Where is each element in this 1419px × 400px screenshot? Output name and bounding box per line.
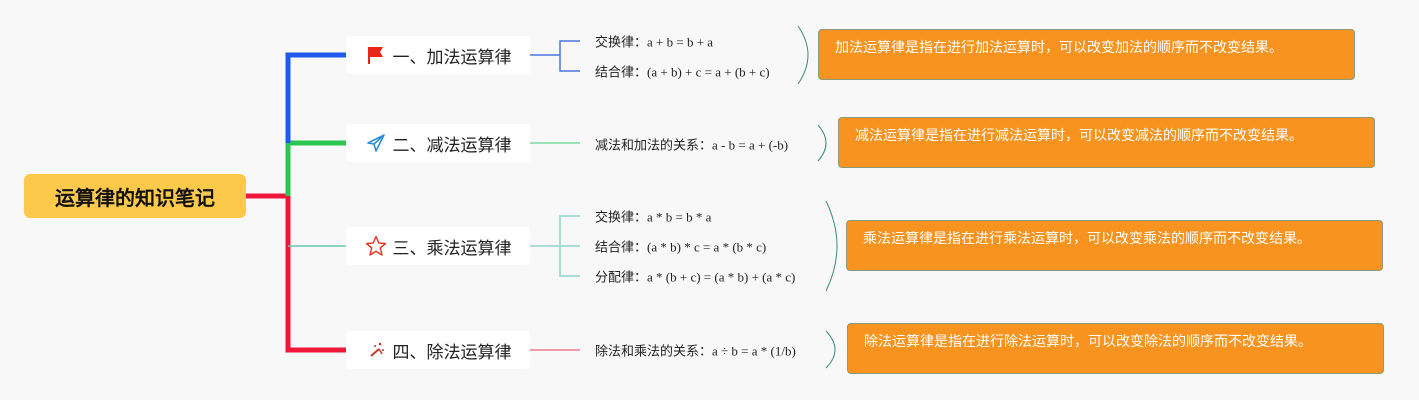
separator: ： bbox=[699, 344, 713, 360]
branch-multiplication[interactable]: 三、乘法运算律 bbox=[346, 227, 530, 265]
summary-note[interactable]: 加法运算律是指在进行加法运算时，可以改变加法的顺序而不改变结果。 bbox=[818, 29, 1355, 80]
formula: a * (b + c) = (a * b) + (a * c) bbox=[647, 269, 796, 285]
magic-wand-icon bbox=[365, 339, 387, 361]
summary-note[interactable]: 除法运算律是指在进行除法运算时，可以改变除法的顺序而不改变结果。 bbox=[847, 323, 1384, 374]
sub-item[interactable]: 分配律：a * (b + c) = (a * b) + (a * c) bbox=[595, 267, 795, 286]
branch-addition[interactable]: 一、加法运算律 bbox=[346, 36, 530, 74]
law-name: 交换律 bbox=[595, 210, 635, 226]
root-topic[interactable]: 运算律的知识笔记 bbox=[24, 174, 246, 218]
paper-plane-icon bbox=[365, 132, 387, 154]
formula: a * b = b * a bbox=[647, 209, 712, 225]
branch-subtraction[interactable]: 二、减法运算律 bbox=[346, 124, 530, 162]
separator: ： bbox=[634, 65, 648, 81]
law-name: 除法和乘法的关系 bbox=[595, 344, 700, 360]
formula: (a * b) * c = a * (b * c) bbox=[647, 239, 767, 255]
note-text: 加法运算律是指在进行加法运算时，可以改变加法的顺序而不改变结果。 bbox=[835, 40, 1283, 56]
sub-item[interactable]: 除法和乘法的关系：a ÷ b = a * (1/b) bbox=[595, 341, 796, 360]
sub-item[interactable]: 结合律：(a * b) * c = a * (b * c) bbox=[595, 237, 766, 256]
law-name: 结合律 bbox=[595, 65, 635, 81]
branch-label: 二、减法运算律 bbox=[392, 135, 512, 156]
sub-item[interactable]: 交换律：a + b = b + a bbox=[595, 32, 713, 51]
sub-item[interactable]: 交换律：a * b = b * a bbox=[595, 207, 711, 226]
star-icon bbox=[365, 235, 387, 257]
law-name: 交换律 bbox=[595, 35, 635, 51]
formula: a ÷ b = a * (1/b) bbox=[712, 343, 796, 359]
note-text: 减法运算律是指在进行减法运算时，可以改变减法的顺序而不改变结果。 bbox=[855, 128, 1303, 144]
sub-item[interactable]: 结合律：(a + b) + c = a + (b + c) bbox=[595, 62, 770, 81]
summary-note[interactable]: 减法运算律是指在进行减法运算时，可以改变减法的顺序而不改变结果。 bbox=[838, 117, 1375, 168]
law-name: 分配律 bbox=[595, 270, 635, 286]
formula: a + b = b + a bbox=[647, 34, 714, 50]
law-name: 减法和加法的关系 bbox=[595, 138, 700, 154]
formula: (a + b) + c = a + (b + c) bbox=[647, 64, 770, 80]
sub-item[interactable]: 减法和加法的关系：a - b = a + (-b) bbox=[595, 135, 788, 154]
flag-icon bbox=[365, 44, 387, 66]
separator: ： bbox=[634, 35, 648, 51]
separator: ： bbox=[699, 138, 713, 154]
separator: ： bbox=[634, 240, 648, 256]
separator: ： bbox=[634, 270, 648, 286]
law-name: 结合律 bbox=[595, 240, 635, 256]
branch-division[interactable]: 四、除法运算律 bbox=[346, 331, 530, 369]
branch-label: 三、乘法运算律 bbox=[392, 238, 512, 259]
formula: a - b = a + (-b) bbox=[712, 137, 789, 153]
branch-label: 一、加法运算律 bbox=[392, 47, 512, 68]
separator: ： bbox=[634, 210, 648, 226]
summary-note[interactable]: 乘法运算律是指在进行乘法运算时，可以改变乘法的顺序而不改变结果。 bbox=[846, 220, 1383, 271]
note-text: 乘法运算律是指在进行乘法运算时，可以改变乘法的顺序而不改变结果。 bbox=[863, 231, 1311, 247]
note-text: 除法运算律是指在进行除法运算时，可以改变除法的顺序而不改变结果。 bbox=[864, 334, 1312, 350]
root-title: 运算律的知识笔记 bbox=[55, 185, 215, 210]
branch-label: 四、除法运算律 bbox=[392, 342, 512, 363]
